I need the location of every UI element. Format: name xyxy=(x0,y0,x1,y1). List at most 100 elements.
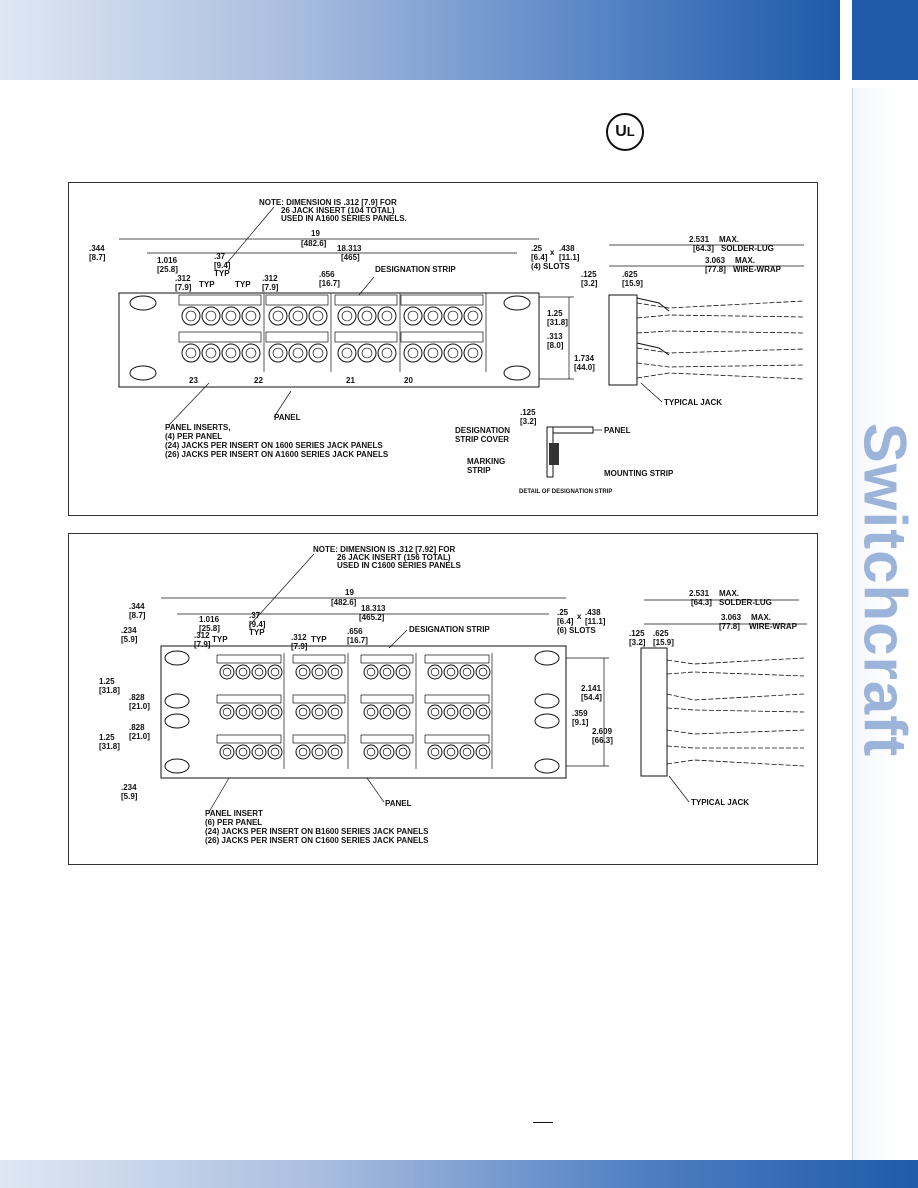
dim-label: (6) SLOTS xyxy=(557,626,596,635)
jack-socket-inner xyxy=(446,747,456,757)
dim-label: 18.313 xyxy=(337,244,362,253)
dim-label: [3.2] xyxy=(629,638,646,647)
dim-label: 2.609 xyxy=(592,727,613,736)
jack-socket-inner xyxy=(298,667,308,677)
dim-label: .312 xyxy=(194,631,210,640)
jack-socket xyxy=(181,306,201,326)
jack-socket xyxy=(427,664,443,680)
dim-label: [11.1] xyxy=(585,617,606,626)
designation-strip-segment xyxy=(216,734,282,744)
dim-label: [64.3] xyxy=(693,244,714,253)
jack-socket-inner xyxy=(254,707,264,717)
jack-socket-inner xyxy=(222,667,232,677)
dim-label: .656 xyxy=(347,627,363,636)
jack-socket xyxy=(443,744,459,760)
figure-1600-series-panel: NOTE: DIMENSION IS .312 [7.9] FOR 26 JAC… xyxy=(68,182,818,516)
jack-socket-inner xyxy=(381,310,393,322)
jack-socket-inner xyxy=(272,347,284,359)
jack-socket-inner xyxy=(270,667,280,677)
designation-strip-segment xyxy=(400,294,484,306)
dim-label: 1.25 xyxy=(99,677,115,686)
jack-socket xyxy=(311,664,327,680)
callout: PANEL INSERT xyxy=(205,809,263,818)
page-number-rule xyxy=(533,1122,553,1123)
header-band xyxy=(0,0,840,80)
dim-label: [21.0] xyxy=(129,732,150,741)
jack-socket xyxy=(395,664,411,680)
note-line: NOTE: DIMENSION IS .312 [7.92] FOR xyxy=(313,545,455,554)
dim-label: .438 xyxy=(585,608,601,617)
dim-label: [66.3] xyxy=(592,736,613,745)
jack-socket xyxy=(443,664,459,680)
jack-socket xyxy=(403,343,423,363)
jack-socket-inner xyxy=(245,310,257,322)
header-corner-block xyxy=(852,0,918,80)
dim-label: .234 xyxy=(121,626,137,635)
jack-socket-inner xyxy=(366,667,376,677)
jack-socket xyxy=(235,704,251,720)
dim-label: TYP xyxy=(235,280,251,289)
dim-label: WIRE-WRAP xyxy=(749,622,798,631)
jack-socket-inner xyxy=(312,310,324,322)
jack-socket-inner xyxy=(446,667,456,677)
dim-label: [7.9] xyxy=(175,283,192,292)
jack-socket xyxy=(463,343,483,363)
dim-label: 2.531 xyxy=(689,589,710,598)
figure-c1600-series-panel: NOTE: DIMENSION IS .312 [7.92] FOR 26 JA… xyxy=(68,533,818,865)
jack-socket xyxy=(443,704,459,720)
callout: STRIP COVER xyxy=(455,435,509,444)
dim-label: [15.9] xyxy=(653,638,674,647)
dim-label: [8.0] xyxy=(547,341,564,350)
insert-number: 21 xyxy=(346,376,355,385)
jack-socket xyxy=(241,343,261,363)
dim-label: [9.4] xyxy=(249,620,266,629)
dim-label: MAX. xyxy=(735,256,755,265)
dim-label: [7.9] xyxy=(194,640,211,649)
jack-socket xyxy=(395,744,411,760)
jack-socket-inner xyxy=(382,667,392,677)
jack-socket-inner xyxy=(314,707,324,717)
jack-socket xyxy=(395,704,411,720)
dim-label: .656 xyxy=(319,270,335,279)
callout: TYPICAL JACK xyxy=(691,798,749,807)
jack-socket-inner xyxy=(382,707,392,717)
callout: MARKING xyxy=(467,457,505,466)
jack-socket xyxy=(311,744,327,760)
designation-strip-segment xyxy=(265,294,329,306)
jack-socket xyxy=(377,343,397,363)
jack-socket-inner xyxy=(361,310,373,322)
dim-label: [3.2] xyxy=(520,417,537,426)
jack-socket xyxy=(423,343,443,363)
dim-label: x xyxy=(577,612,582,621)
jack-socket xyxy=(443,306,463,326)
note-line: NOTE: DIMENSION IS .312 [7.9] FOR xyxy=(259,198,397,207)
jack-socket xyxy=(181,343,201,363)
jack-socket-inner xyxy=(398,747,408,757)
jack-socket xyxy=(288,343,308,363)
callout: (26) JACKS PER INSERT ON C1600 SERIES JA… xyxy=(205,836,429,845)
dim-label: .828 xyxy=(129,723,145,732)
jack-socket xyxy=(268,306,288,326)
dim-label: 3.063 xyxy=(721,613,742,622)
jack-socket xyxy=(295,664,311,680)
dim-label: x xyxy=(550,248,555,257)
jack-socket-inner xyxy=(298,707,308,717)
jack-socket-inner xyxy=(381,347,393,359)
jack-socket xyxy=(337,306,357,326)
dim-label: .359 xyxy=(572,709,588,718)
dim-label: 2.141 xyxy=(581,684,602,693)
dim-label: .312 xyxy=(175,274,191,283)
jack-socket xyxy=(251,664,267,680)
jack-socket-inner xyxy=(270,747,280,757)
dim-label: [31.8] xyxy=(99,742,120,751)
jack-socket xyxy=(427,704,443,720)
jack-socket xyxy=(363,664,379,680)
dim-label: [31.8] xyxy=(99,686,120,695)
jack-socket xyxy=(337,343,357,363)
jack-socket xyxy=(379,744,395,760)
dim-label: [16.7] xyxy=(319,279,340,288)
dim-label: WIRE-WRAP xyxy=(733,265,782,274)
jack-socket xyxy=(241,306,261,326)
jack-socket-inner xyxy=(462,707,472,717)
dim-label: .828 xyxy=(129,693,145,702)
